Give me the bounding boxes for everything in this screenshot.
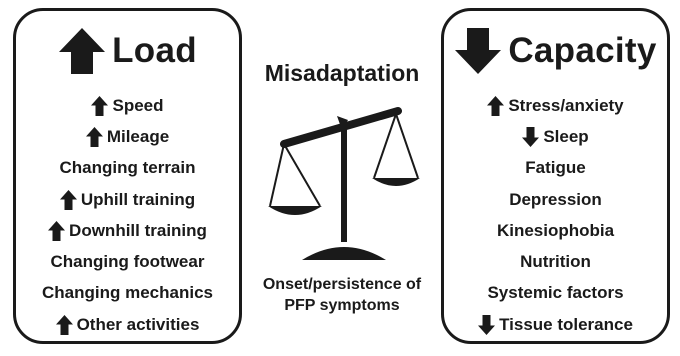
- down-arrow-icon: [478, 314, 496, 335]
- up-arrow-icon: [59, 189, 77, 210]
- list-item: Depression: [444, 184, 667, 215]
- capacity-header: Capacity: [444, 21, 667, 81]
- list-item: Downhill training: [16, 215, 239, 246]
- item-label: Nutrition: [520, 252, 591, 272]
- list-item: Speed: [16, 90, 239, 121]
- load-header: Load: [16, 21, 239, 81]
- up-arrow-icon: [91, 95, 109, 116]
- list-item: Changing footwear: [16, 246, 239, 277]
- item-label: Other activities: [76, 314, 200, 334]
- list-item: Fatigue: [444, 153, 667, 184]
- list-item: Changing terrain: [16, 153, 239, 184]
- item-label: Changing mechanics: [42, 283, 213, 303]
- down-arrow-icon: [455, 28, 502, 74]
- up-arrow-icon: [85, 126, 103, 147]
- item-label: Sleep: [543, 126, 589, 146]
- item-label: Downhill training: [69, 220, 207, 240]
- list-item: Changing mechanics: [16, 278, 239, 309]
- list-item: Uphill training: [16, 184, 239, 215]
- up-arrow-icon: [487, 95, 505, 116]
- caption-line-2: PFP symptoms: [284, 297, 400, 314]
- outcome-caption: Onset/persistence of PFP symptoms: [244, 274, 440, 316]
- misadaptation-title: Misadaptation: [264, 60, 420, 86]
- load-title: Load: [112, 31, 197, 70]
- capacity-title: Capacity: [508, 31, 657, 70]
- balance-scale-icon: [268, 107, 420, 260]
- item-label: Uphill training: [80, 189, 196, 209]
- item-label: Kinesiophobia: [496, 220, 615, 240]
- item-label: Stress/anxiety: [508, 95, 624, 115]
- up-arrow-icon: [55, 314, 73, 335]
- item-label: Fatigue: [525, 158, 586, 178]
- item-label: Systemic factors: [487, 283, 624, 303]
- caption-line-1: Onset/persistence of: [262, 276, 422, 293]
- list-item: Tissue tolerance: [444, 309, 667, 340]
- up-arrow-icon: [48, 220, 66, 241]
- list-item: Other activities: [16, 309, 239, 340]
- list-item: Stress/anxiety: [444, 90, 667, 121]
- item-label: Changing footwear: [50, 252, 205, 272]
- list-item: Sleep: [444, 121, 667, 152]
- up-arrow-icon: [59, 28, 106, 74]
- list-item: Mileage: [16, 121, 239, 152]
- item-label: Tissue tolerance: [499, 314, 633, 334]
- down-arrow-icon: [522, 126, 540, 147]
- list-item: Nutrition: [444, 246, 667, 277]
- item-label: Speed: [112, 95, 164, 115]
- item-label: Depression: [509, 189, 602, 209]
- list-item: Kinesiophobia: [444, 215, 667, 246]
- item-label: Mileage: [106, 126, 170, 146]
- item-label: Changing terrain: [59, 158, 196, 178]
- list-item: Systemic factors: [444, 278, 667, 309]
